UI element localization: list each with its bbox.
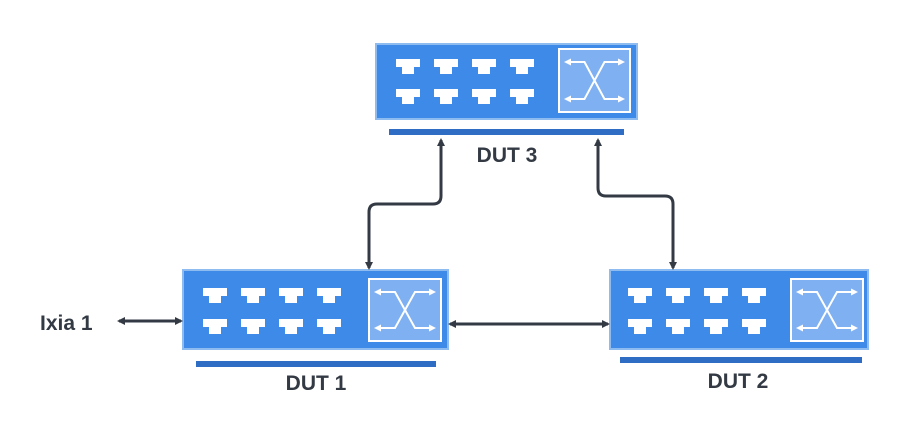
port-icon [241,288,265,303]
base-bar [389,129,624,135]
port-icon [317,319,341,334]
dut2-switch [609,269,869,363]
dut1-label: DUT 1 [286,372,347,395]
port-icon [203,288,227,303]
port-icon [628,319,652,334]
port-icon [396,59,420,74]
port-grid [203,288,341,334]
port-icon [241,319,265,334]
port-icon [279,319,303,334]
port-icon [279,288,303,303]
dut2-label: DUT 2 [708,370,769,393]
port-icon [317,288,341,303]
cross-line-icon [564,58,625,103]
crossbar-icon [368,278,442,342]
port-icon [628,288,652,303]
link-dut1-dut3 [365,138,445,270]
crossbar-icon [558,48,631,113]
port-icon [704,288,728,303]
port-icon [472,89,496,104]
crossbar-icon [790,278,864,342]
port-grid [628,288,766,334]
port-icon [434,89,458,104]
ixia1-label: Ixia 1 [40,312,93,335]
port-grid [396,59,534,104]
port-icon [742,288,766,303]
port-icon [742,319,766,334]
port-icon [472,59,496,74]
base-bar [620,357,862,363]
base-bar [196,361,436,367]
port-icon [203,319,227,334]
cross-line-icon [796,288,858,332]
port-icon [396,89,420,104]
port-icon [510,59,534,74]
dut3-label: DUT 3 [477,144,538,167]
link-dut3-dut2 [594,138,677,270]
port-icon [666,288,690,303]
cross-line-icon [374,288,436,332]
port-icon [510,89,534,104]
port-icon [666,319,690,334]
dut1-switch [182,269,449,367]
port-icon [434,59,458,74]
dut3-switch [375,43,638,135]
port-icon [704,319,728,334]
